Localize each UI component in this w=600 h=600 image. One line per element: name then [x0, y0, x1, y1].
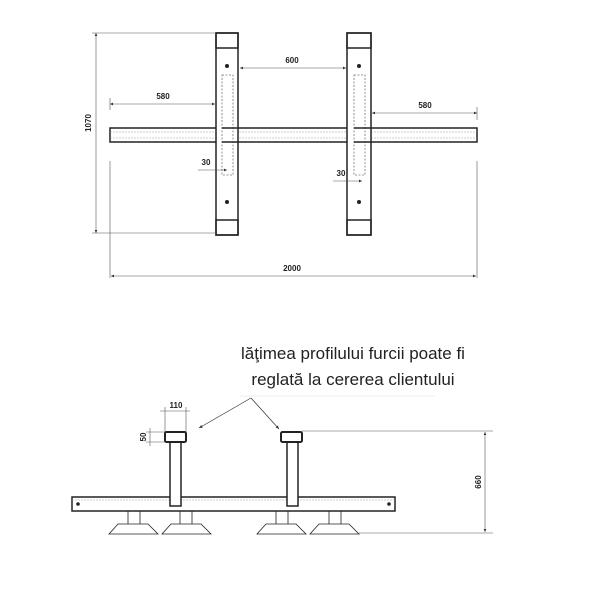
dim-cap-width: 110: [170, 401, 183, 410]
side-beam: [71, 496, 396, 512]
side-view: [71, 431, 396, 535]
dim-right-overhang: 580: [418, 101, 432, 110]
dim-left-overhang: 580: [156, 92, 170, 101]
side-dimension-lines: [146, 407, 493, 534]
right-column: [346, 32, 372, 236]
left-fork-post: [169, 441, 182, 507]
horizontal-beam: [109, 127, 478, 143]
dim-total-height: 660: [474, 475, 483, 489]
right-fork-post: [286, 441, 299, 507]
note-line-1: lăţimea profilului furcii poate fi: [241, 344, 465, 363]
dim-left-offset: 30: [202, 158, 211, 167]
dim-cap-height: 50: [139, 432, 148, 441]
left-fork-cap: [164, 431, 187, 443]
dim-right-offset: 30: [337, 169, 346, 178]
dim-total-length: 2000: [283, 264, 301, 273]
top-dimension-lines: [92, 32, 478, 278]
feet: [108, 510, 360, 535]
left-column: [215, 32, 239, 236]
right-fork-cap: [280, 431, 303, 443]
dim-height: 1070: [84, 114, 93, 132]
dim-column-spacing: 600: [285, 56, 299, 65]
note-line-2: reglată la cererea clientului: [251, 370, 454, 389]
note-leaders: [198, 397, 280, 430]
top-view: [92, 32, 478, 278]
